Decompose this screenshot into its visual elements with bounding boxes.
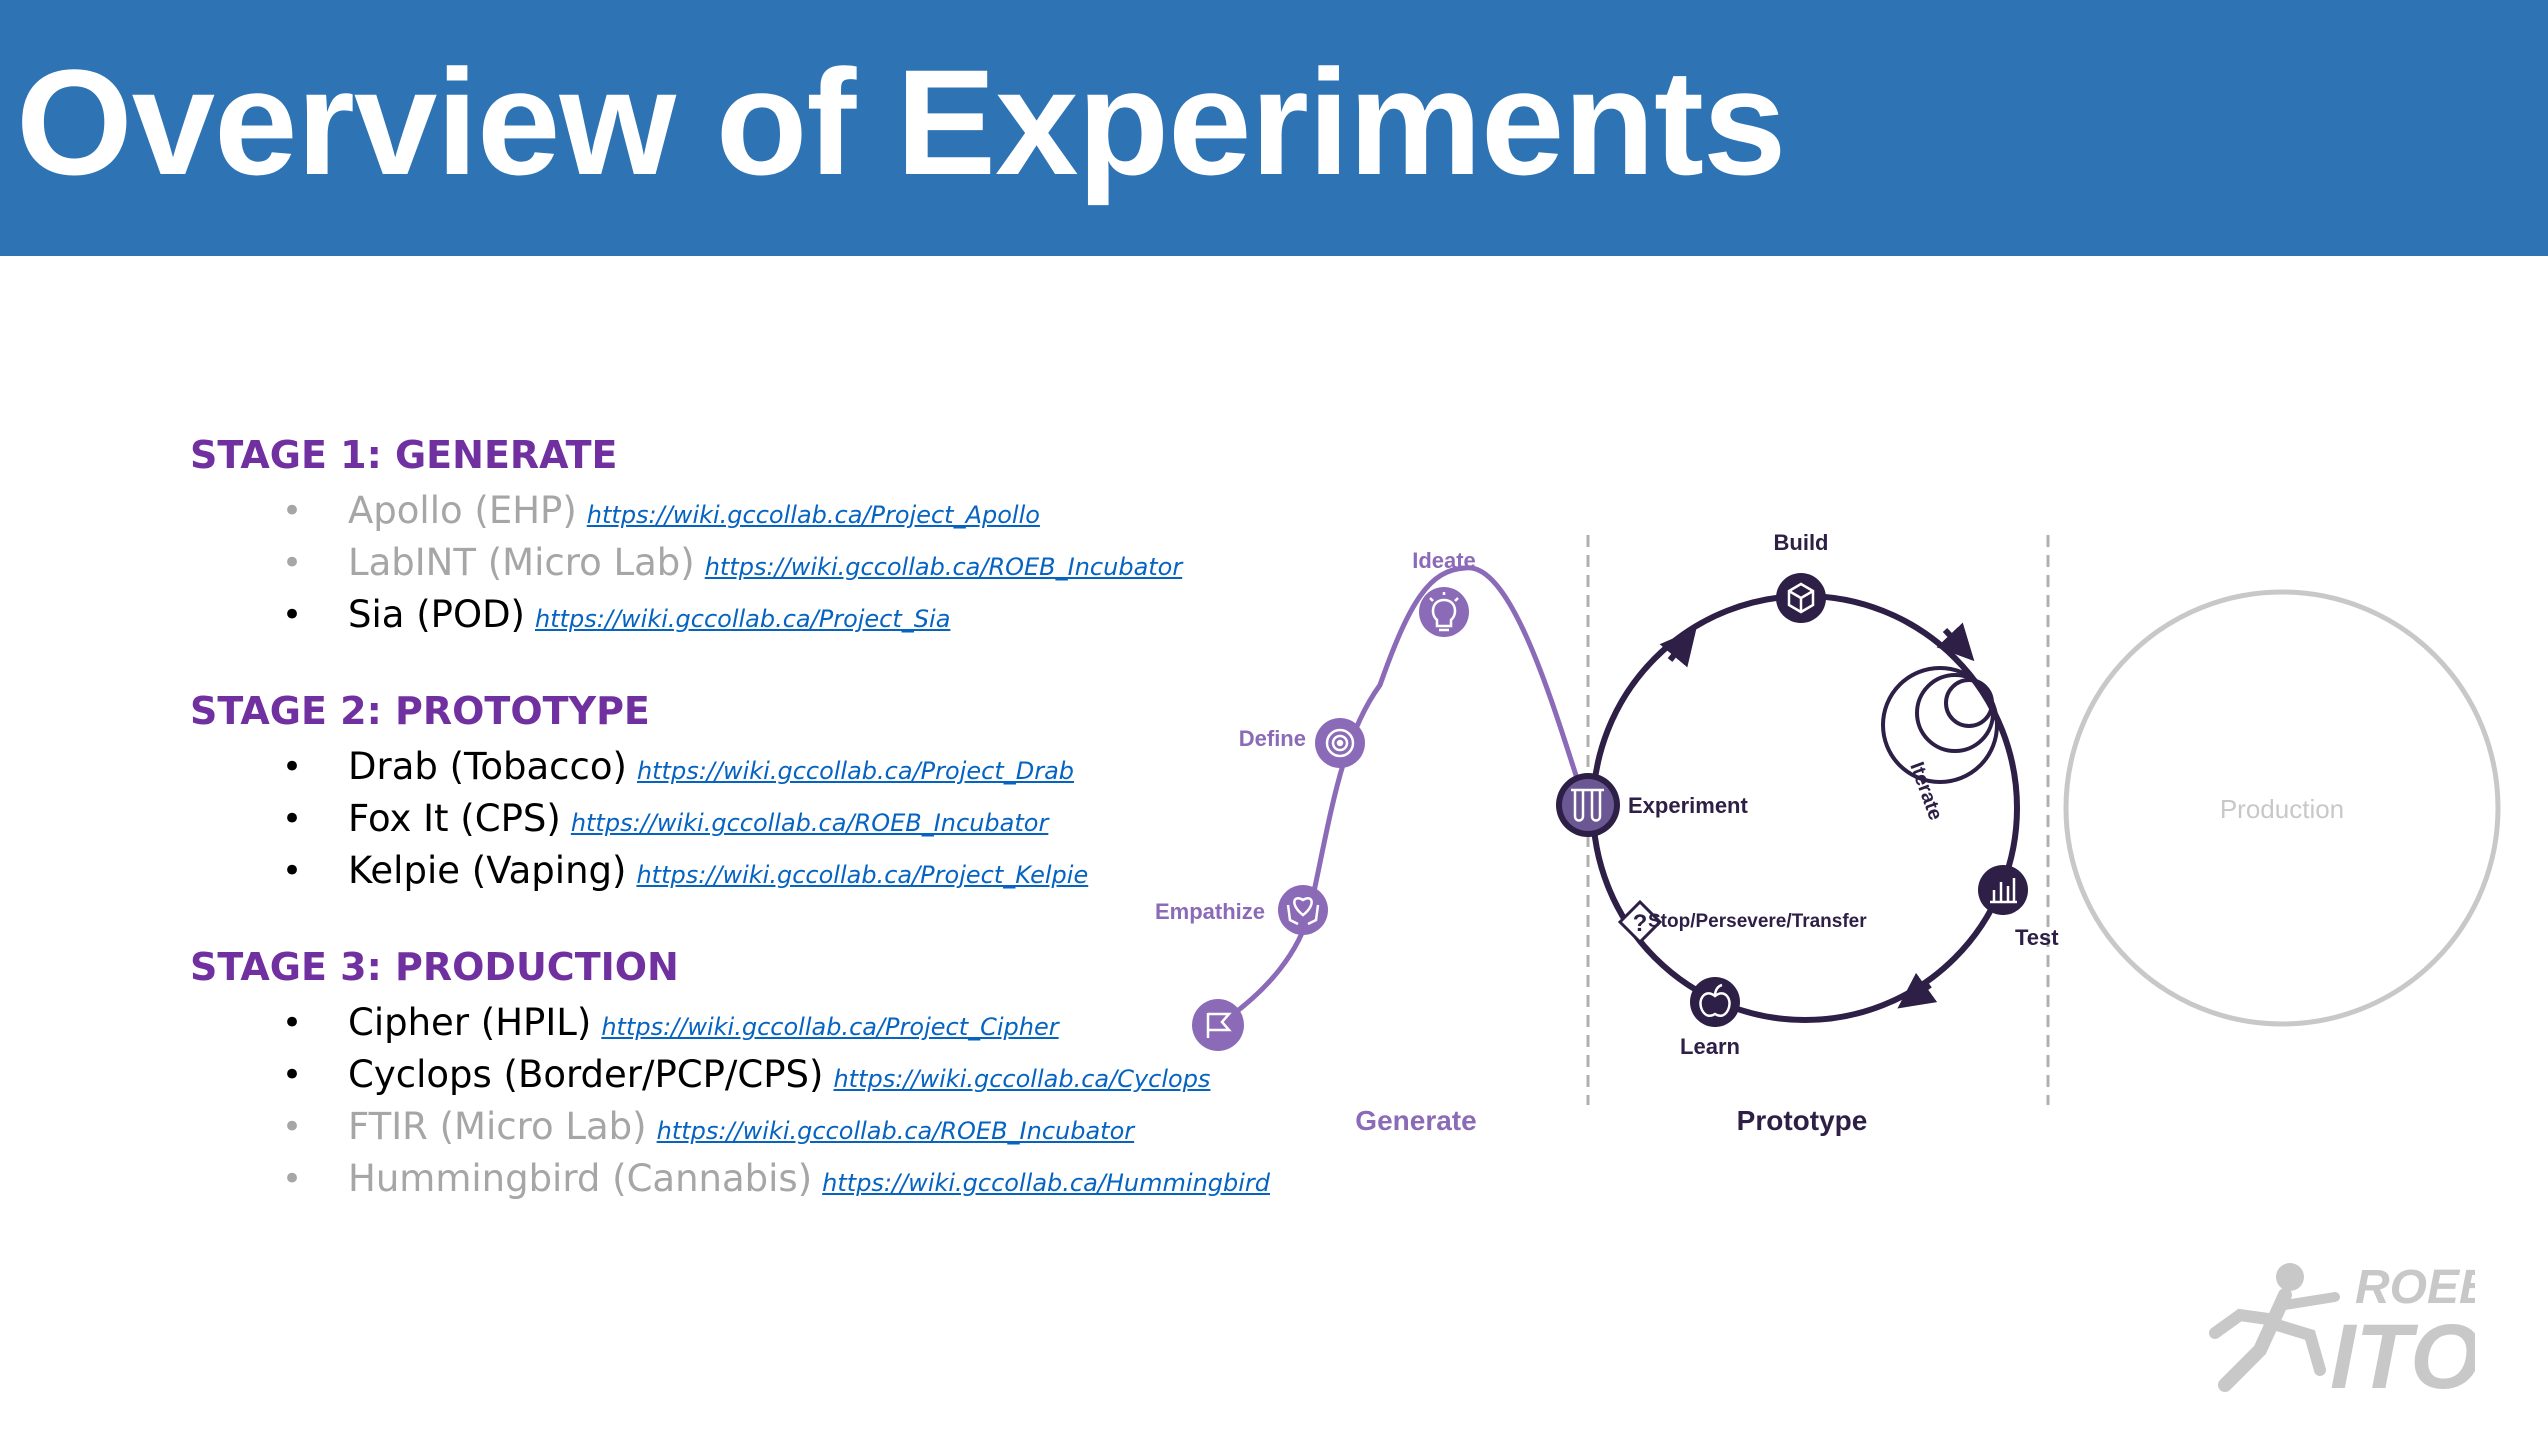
wiki-link[interactable]: https://wiki.gccollab.ca/Project_Kelpie — [636, 861, 1089, 889]
list-item: • Drab (Tobacco) https://wiki.gccollab.ca/… — [190, 741, 1320, 793]
wiki-link[interactable]: https://wiki.gccollab.ca/Project_Drab — [636, 757, 1075, 785]
experiment-name: Fox It (CPS) — [348, 797, 561, 840]
experiment-label: Experiment — [1628, 793, 1748, 818]
ideate-label: Ideate — [1412, 548, 1476, 573]
test-tubes-icon — [1571, 788, 1604, 822]
generate-curve — [1216, 565, 1591, 1028]
empathize-label: Empathize — [1155, 899, 1265, 924]
cycle-arrow — [1659, 628, 1697, 668]
ideate-node — [1419, 587, 1469, 637]
experiment-node — [1556, 773, 1620, 837]
apple-icon — [1699, 983, 1731, 1017]
wiki-link[interactable]: https://wiki.gccollab.ca/Project_Sia — [535, 605, 951, 633]
chart-icon — [1990, 878, 2017, 904]
test-node — [1978, 865, 2028, 915]
flag-node — [1192, 999, 1244, 1051]
bullet-icon: • — [282, 1159, 303, 1199]
experiment-name: Kelpie (Vaping) — [348, 849, 627, 892]
bullet-icon: • — [282, 747, 303, 787]
production-label: Production — [2220, 794, 2344, 824]
stage-1-heading: STAGE 1: GENERATE — [190, 433, 618, 477]
experiment-name: Apollo (EHP) — [348, 489, 577, 532]
stage-3-heading: STAGE 3: PRODUCTION — [190, 945, 679, 989]
list-item: • Hummingbird (Cannabis) https://wiki.gcco… — [190, 1153, 1320, 1205]
stage-2-heading: STAGE 2: PROTOTYPE — [190, 689, 650, 733]
wiki-link[interactable]: https://wiki.gccollab.ca/Project_Apollo — [586, 501, 1040, 529]
wiki-link[interactable]: https://wiki.gccollab.ca/ROEB_Incubator — [704, 553, 1183, 581]
experiment-name: LabINT (Micro Lab) — [348, 541, 695, 584]
test-label: Test — [2015, 925, 2059, 950]
bullet-icon: • — [282, 491, 303, 531]
lightbulb-icon — [1429, 592, 1459, 632]
bullet-icon: • — [282, 543, 303, 583]
stage-3-list: • Cipher (HPIL) https://wiki.gccollab.ca/P… — [190, 997, 1320, 1205]
wiki-link[interactable]: https://wiki.gccollab.ca/ROEB_Incubator — [570, 809, 1049, 837]
list-item: • Cyclops (Border/PCP/CPS) https://wiki.gc… — [190, 1049, 1320, 1101]
bullet-icon: • — [282, 595, 303, 635]
wiki-link[interactable]: https://wiki.gccollab.ca/Project_Cipher — [601, 1013, 1059, 1041]
experiment-name: Drab (Tobacco) — [348, 745, 627, 788]
iterate-label: Iterate — [1905, 759, 1946, 823]
stages-section: STAGE 1: GENERATE • Apollo (EHP) https://w… — [190, 425, 1320, 1245]
cycle-arrow — [1936, 622, 1975, 662]
build-label: Build — [1774, 530, 1829, 555]
empathize-node — [1278, 885, 1328, 935]
stop-persevere-transfer-label: Stop/Persevere/Transfer — [1648, 911, 1867, 932]
stage-2-list: • Drab (Tobacco) https://wiki.gccollab.ca/… — [190, 741, 1320, 897]
cube-icon — [1787, 582, 1815, 614]
bullet-icon: • — [282, 1107, 303, 1147]
logo-text-bottom: ITO — [2330, 1306, 2475, 1395]
innovation-process-diagram: Production Empathize Define — [1155, 530, 2501, 1136]
build-node — [1776, 573, 1826, 623]
generate-phase-label: Generate — [1355, 1105, 1476, 1136]
cycle-arrow — [1897, 972, 1938, 1009]
list-item: • Fox It (CPS) https://wiki.gccollab.ca/RO… — [190, 793, 1320, 845]
bullet-icon: • — [282, 799, 303, 839]
decision-node: ? — [1617, 899, 1663, 945]
bullet-icon: • — [282, 851, 303, 891]
iterate-spiral-icon — [1881, 666, 1999, 784]
list-item: • Apollo (EHP) https://wiki.gccollab.ca/Pr… — [190, 485, 1320, 537]
bullet-icon: • — [282, 1055, 303, 1095]
list-item: • FTIR (Micro Lab) https://wiki.gccollab.c… — [190, 1101, 1320, 1153]
define-node — [1315, 718, 1365, 768]
prototype-phase-label: Prototype — [1737, 1105, 1868, 1136]
experiment-name: FTIR (Micro Lab) — [348, 1105, 647, 1148]
wiki-link[interactable]: https://wiki.gccollab.ca/ROEB_Incubator — [656, 1117, 1135, 1145]
wiki-link[interactable]: https://wiki.gccollab.ca/Hummingbird — [822, 1169, 1271, 1197]
stage-1-list: • Apollo (EHP) https://wiki.gccollab.ca/Pr… — [190, 485, 1320, 641]
list-item: • Kelpie (Vaping) https://wiki.gccollab.ca… — [190, 845, 1320, 897]
heart-hands-icon — [1286, 897, 1320, 926]
roeb-ito-logo: ROEB ITO — [2209, 1261, 2475, 1395]
experiment-name: Cipher (HPIL) — [348, 1001, 592, 1044]
runner-icon — [2209, 1263, 2340, 1392]
list-item: • LabINT (Micro Lab) https://wiki.gccollab… — [190, 537, 1320, 589]
learn-node — [1690, 977, 1740, 1027]
wiki-link[interactable]: https://wiki.gccollab.ca/Cyclops — [833, 1065, 1211, 1093]
page-title: Overview of Experiments — [16, 38, 1786, 206]
bullet-icon: • — [282, 1003, 303, 1043]
experiment-name: Hummingbird (Cannabis) — [348, 1157, 813, 1200]
target-icon — [1325, 728, 1355, 758]
experiment-name: Sia (POD) — [348, 593, 525, 636]
experiment-name: Cyclops (Border/PCP/CPS) — [348, 1053, 824, 1096]
learn-label: Learn — [1680, 1034, 1740, 1059]
production-circle — [2063, 589, 2501, 1027]
flag-icon — [1206, 1012, 1232, 1038]
question-icon: ? — [1633, 910, 1648, 937]
list-item: • Cipher (HPIL) https://wiki.gccollab.ca/P… — [190, 997, 1320, 1049]
title-bar: Overview of Experiments — [0, 0, 2548, 256]
define-label: Define — [1239, 726, 1306, 751]
list-item: • Sia (POD) https://wiki.gccollab.ca/Proje… — [190, 589, 1320, 641]
logo-text-top: ROEB — [2355, 1261, 2475, 1314]
